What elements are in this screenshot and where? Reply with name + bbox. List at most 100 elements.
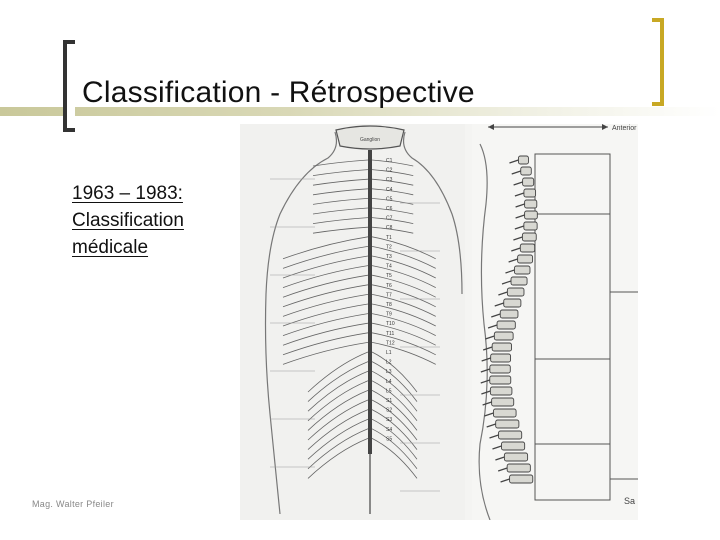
- vertebra: [490, 353, 512, 363]
- nerve-right: [371, 217, 414, 224]
- nerve-right: [371, 236, 436, 260]
- segment-label: L1: [386, 350, 392, 356]
- slide-body: 1963 – 1983: Classification médicale: [72, 180, 242, 261]
- segment-label: C4: [386, 187, 393, 193]
- nerve-left: [282, 284, 369, 308]
- spinous-process: [487, 324, 498, 329]
- spinous-process: [482, 401, 492, 406]
- segment-label: L5: [386, 388, 392, 394]
- nerve-left: [282, 322, 369, 346]
- spinous-process: [484, 412, 494, 417]
- nerve-right: [371, 294, 436, 317]
- vertebra: [520, 166, 532, 176]
- spinous-process: [481, 390, 491, 395]
- vertebra: [491, 397, 515, 407]
- nerve-left: [312, 159, 369, 167]
- nerve-left: [307, 370, 369, 412]
- spinous-process: [485, 335, 495, 340]
- spinous-process: [480, 368, 491, 373]
- segment-label: S2: [386, 408, 392, 414]
- spinous-process: [498, 291, 508, 296]
- nerve-left: [307, 399, 369, 441]
- segment-labels: C1C2C3C4C5C6C7C8T1T2T3T4T5T6T7T8T9T10T11…: [386, 158, 395, 442]
- vertebra: [521, 232, 537, 242]
- nerve-left: [282, 342, 369, 365]
- vertebra: [498, 430, 523, 440]
- nerve-left: [282, 274, 369, 298]
- segment-label: S3: [386, 417, 392, 423]
- nerve-right: [371, 380, 418, 422]
- nerve-right: [371, 438, 418, 479]
- nerve-right: [371, 198, 414, 205]
- segment-label: T7: [386, 292, 392, 298]
- nerve-left: [312, 226, 369, 234]
- vertebra: [495, 419, 520, 429]
- spinous-process: [509, 159, 519, 164]
- nerve-right: [371, 399, 418, 441]
- segment-label: T9: [386, 312, 392, 318]
- nerve-right: [371, 255, 436, 279]
- vertebra: [514, 265, 531, 275]
- spinous-process: [513, 236, 523, 241]
- vertebra: [503, 452, 529, 462]
- nerve-left: [282, 236, 369, 260]
- segment-label: T1: [386, 235, 392, 241]
- vertebra: [519, 243, 536, 253]
- segment-label: T11: [386, 331, 394, 337]
- segment-label: S5: [386, 436, 392, 442]
- spinous-process: [480, 379, 490, 384]
- vertebra: [524, 199, 538, 209]
- segment-label: S4: [386, 427, 392, 433]
- vertebra: [493, 331, 514, 341]
- spinous-process: [486, 423, 496, 428]
- body-outline: [264, 131, 463, 515]
- segment-label: T6: [386, 283, 392, 289]
- nerve-right: [371, 351, 418, 393]
- vertebra: [492, 408, 517, 418]
- nerve-right: [371, 418, 418, 460]
- vertebra: [523, 221, 538, 231]
- nerve-right: [371, 322, 436, 346]
- vertebra: [499, 309, 519, 319]
- nerve-left: [307, 390, 369, 431]
- spinous-process: [505, 269, 515, 274]
- spinous-process: [508, 258, 518, 263]
- spinous-process: [482, 346, 493, 351]
- nerve-right: [371, 246, 436, 269]
- nerve-right: [371, 207, 414, 215]
- segment-label: C2: [386, 168, 393, 174]
- segment-label: C3: [386, 177, 393, 183]
- segment-label: C6: [386, 206, 393, 212]
- nerve-left: [282, 332, 369, 356]
- spinous-process: [481, 357, 491, 362]
- nerve-left: [282, 246, 369, 269]
- vertebra: [518, 155, 529, 165]
- nerve-left: [312, 188, 369, 196]
- nerve-left: [307, 380, 369, 422]
- vertebra: [523, 188, 537, 198]
- nerve-right: [371, 342, 436, 365]
- vertebra: [517, 254, 534, 264]
- top-label: Ganglion: [360, 137, 380, 143]
- nerve-left: [307, 409, 369, 450]
- spinous-process: [515, 214, 525, 219]
- spinous-process: [513, 181, 523, 186]
- vertebra: [503, 298, 522, 308]
- nerve-right: [371, 428, 418, 470]
- segment-label: L3: [386, 369, 392, 375]
- nerve-right: [371, 303, 436, 327]
- nerve-left: [307, 351, 369, 393]
- nerve-right: [371, 390, 418, 431]
- segment-label: T10: [386, 321, 395, 327]
- nerve-right: [371, 284, 436, 308]
- nerve-right: [371, 409, 418, 450]
- vertebra: [506, 463, 531, 473]
- title-bracket-left: [63, 40, 75, 132]
- title-bracket-right: [652, 18, 664, 106]
- nerve-right: [371, 332, 436, 356]
- segment-label: C5: [386, 196, 393, 202]
- vertebra: [509, 474, 534, 484]
- nerve-left: [307, 428, 369, 470]
- nerve-right: [371, 370, 418, 412]
